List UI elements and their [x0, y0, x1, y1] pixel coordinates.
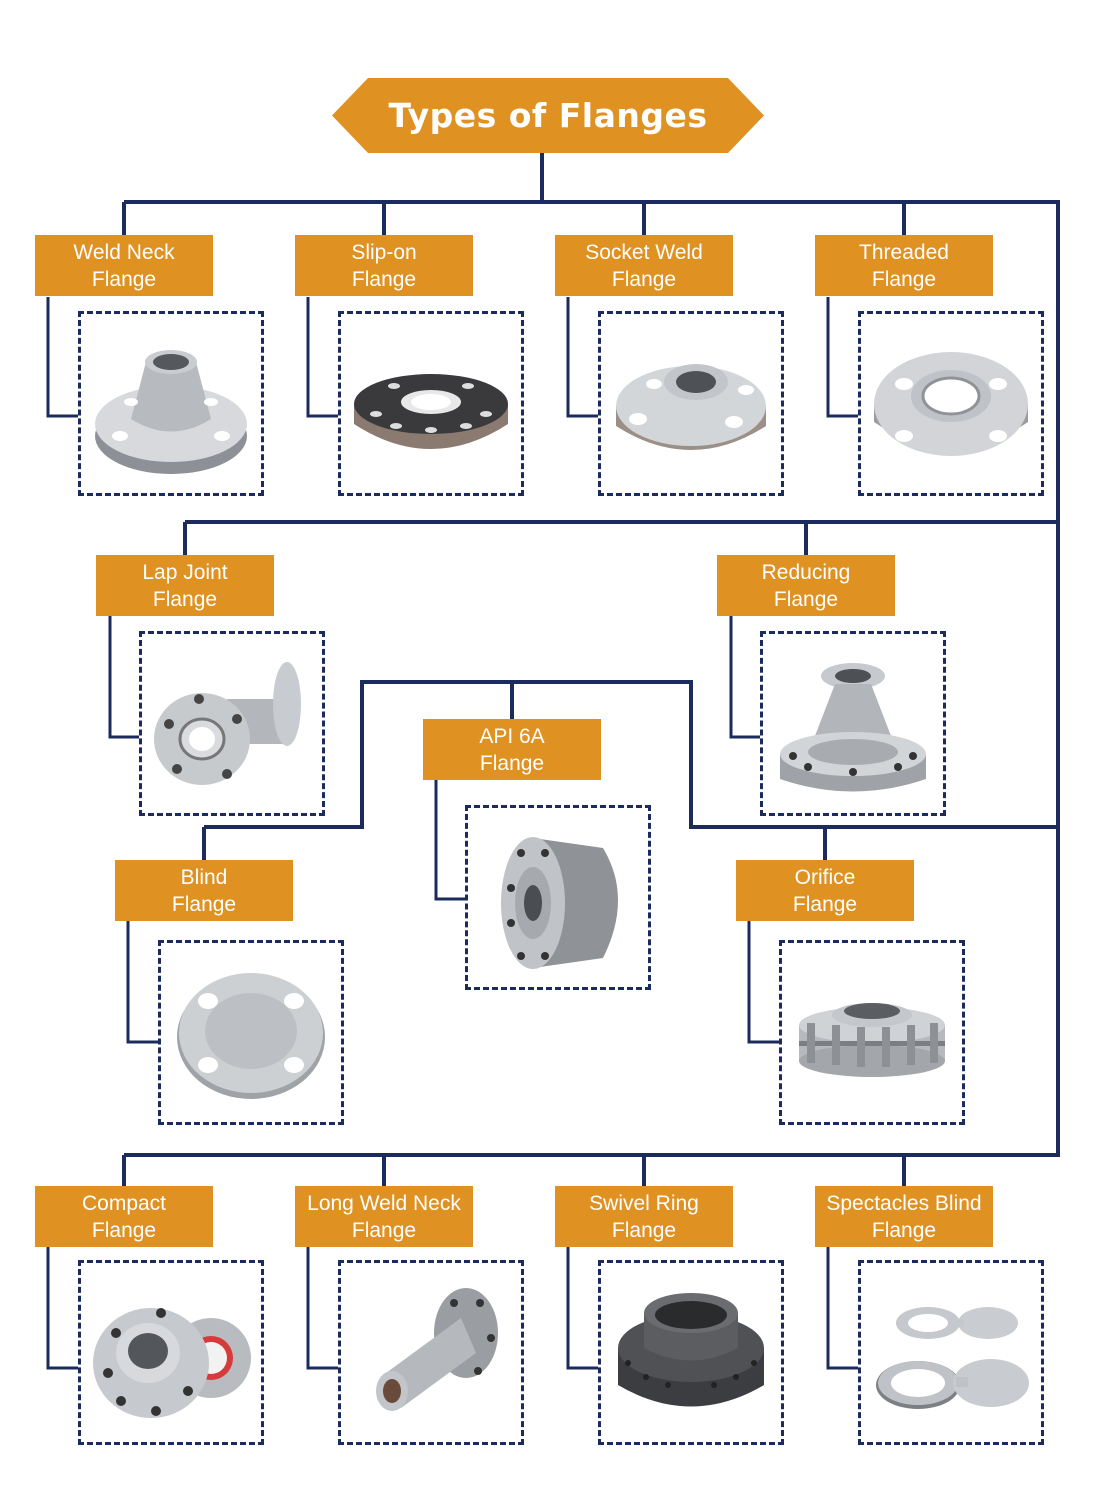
label-long-weld-neck-flange: Long Weld Neck Flange — [295, 1186, 473, 1247]
long-weld-neck-flange-photo — [376, 1287, 498, 1411]
spectacles-blind-flange-frame — [858, 1260, 1044, 1445]
lap-joint-flange-frame — [139, 631, 325, 816]
swivel-ring-flange-photo — [618, 1292, 764, 1406]
blind-flange-frame — [158, 940, 344, 1125]
slip-on-flange-frame — [338, 311, 524, 496]
compact-flange-photo — [93, 1307, 251, 1418]
spectacles-blind-flange-photo — [876, 1306, 1029, 1409]
lap-joint-flange-photo — [154, 661, 301, 785]
label-blind-flange: Blind Flange — [115, 860, 293, 921]
orifice-flange-frame — [779, 940, 965, 1125]
threaded-flange-photo — [874, 351, 1028, 456]
threaded-flange-frame — [858, 311, 1044, 496]
socket-weld-flange-photo — [616, 363, 766, 450]
title-banner — [332, 78, 764, 153]
weld-neck-flange-frame — [78, 311, 264, 496]
page-title: Types of Flanges — [388, 96, 708, 135]
label-slip-on-flange: Slip-on Flange — [295, 235, 473, 296]
label-spectacles-blind-flange: Spectacles Blind Flange — [815, 1186, 993, 1247]
api-6a-flange-photo — [501, 836, 618, 969]
blind-flange-photo — [177, 972, 325, 1099]
label-compact-flange: Compact Flange — [35, 1186, 213, 1247]
weld-neck-flange-photo — [95, 349, 247, 474]
slip-on-flange-photo — [354, 373, 508, 449]
label-socket-weld-flange: Socket Weld Flange — [555, 235, 733, 296]
orifice-flange-photo — [799, 1002, 945, 1077]
label-orifice-flange: Orifice Flange — [736, 860, 914, 921]
socket-weld-flange-frame — [598, 311, 784, 496]
label-swivel-ring-flange: Swivel Ring Flange — [555, 1186, 733, 1247]
compact-flange-frame — [78, 1260, 264, 1445]
label-api-6a-flange: API 6A Flange — [423, 719, 601, 780]
api-6a-flange-frame — [465, 805, 651, 990]
long-weld-neck-flange-frame — [338, 1260, 524, 1445]
label-reducing-flange: Reducing Flange — [717, 555, 895, 616]
label-lap-joint-flange: Lap Joint Flange — [96, 555, 274, 616]
label-weld-neck-flange: Weld Neck Flange — [35, 235, 213, 296]
reducing-flange-frame — [760, 631, 946, 816]
swivel-ring-flange-frame — [598, 1260, 784, 1445]
label-threaded-flange: Threaded Flange — [815, 235, 993, 296]
reducing-flange-photo — [780, 662, 926, 791]
